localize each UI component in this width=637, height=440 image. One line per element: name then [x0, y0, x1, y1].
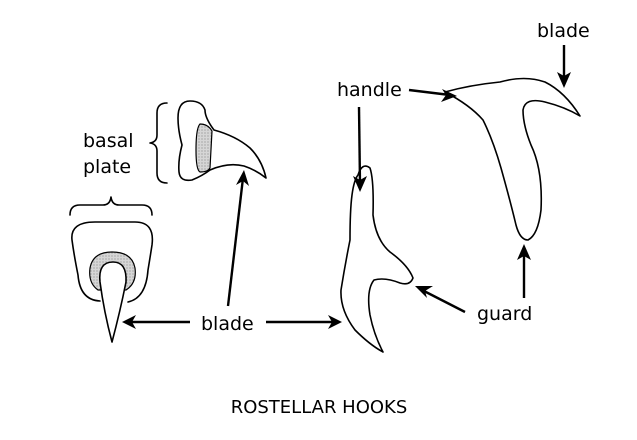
arrow-guard-to-middle: [421, 288, 466, 314]
middle-hook-outline: [340, 165, 414, 353]
hook-side-view: [149, 100, 267, 184]
bracket-basal: [149, 102, 168, 184]
right-hook-outline: [444, 77, 581, 241]
arrow-head-handle-down: [353, 176, 367, 192]
arrow-blade-to-side: [226, 177, 245, 307]
diagram-title: ROSTELLAR HOOKS: [231, 397, 408, 418]
arrow-head-blade-front: [122, 315, 136, 329]
arrow-head-guard-middle: [415, 286, 433, 298]
basal-plate-front: [71, 221, 154, 303]
shaded-band-side: [195, 123, 213, 173]
side-hook-outline: [177, 100, 267, 182]
arrow-head-blade-top: [557, 72, 571, 88]
arrow-head-guard-up: [517, 244, 531, 260]
arrow-head-blade-middle: [328, 315, 342, 329]
label-handle: handle: [337, 79, 402, 101]
hook-middle: [340, 165, 414, 353]
arrow-head-blade-side: [236, 170, 249, 186]
arrow-head-handle-right: [441, 89, 457, 102]
bracket-front: [69, 196, 153, 216]
hook-right: [444, 77, 581, 241]
label-guard: guard: [477, 303, 532, 325]
label-blade-center: blade: [201, 313, 254, 335]
hook-front-view: [69, 196, 154, 343]
arrow-handle-right: [408, 88, 451, 97]
label-blade-top-right: blade: [537, 20, 590, 42]
arrows: [122, 45, 571, 329]
label-basal: basal: [83, 130, 134, 152]
blade-front: [98, 261, 127, 343]
arrow-handle-down: [357, 106, 362, 185]
label-plate: plate: [83, 156, 131, 178]
